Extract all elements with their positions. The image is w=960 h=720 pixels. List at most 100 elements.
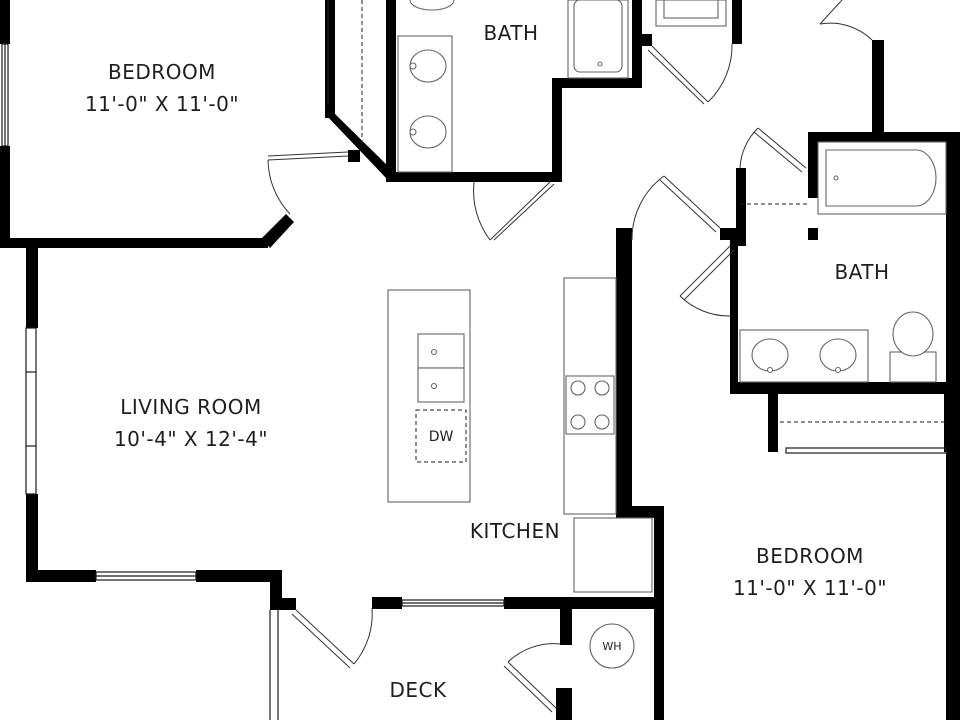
bedroom-1-dims: 11'-0" X 11'-0" bbox=[85, 92, 239, 116]
door-leaf bbox=[647, 49, 705, 105]
fixtures bbox=[387, 0, 947, 669]
living-room-name: LIVING ROOM bbox=[120, 395, 262, 419]
wall bbox=[0, 146, 10, 248]
wall bbox=[730, 240, 738, 394]
door-leaf bbox=[663, 175, 721, 229]
wall bbox=[26, 570, 96, 582]
wall bbox=[262, 214, 294, 248]
wall bbox=[730, 382, 960, 394]
water-heater-label: WH bbox=[602, 640, 621, 653]
wall bbox=[0, 238, 268, 248]
door-swing bbox=[267, 159, 291, 215]
wall bbox=[808, 132, 818, 198]
wall bbox=[616, 228, 632, 514]
toilet-bowl bbox=[892, 311, 934, 357]
drain bbox=[833, 175, 839, 181]
wall bbox=[616, 506, 664, 518]
wall bbox=[946, 440, 960, 720]
door-swing bbox=[631, 175, 665, 241]
bathtub-basin bbox=[825, 149, 937, 207]
burner bbox=[570, 414, 586, 430]
door-leaf bbox=[489, 181, 551, 241]
window bbox=[25, 327, 37, 495]
door-swing bbox=[473, 181, 491, 241]
door-swing bbox=[707, 43, 733, 103]
wall bbox=[808, 228, 818, 240]
door-swing bbox=[679, 295, 731, 317]
wall bbox=[325, 114, 392, 178]
wall bbox=[504, 597, 654, 609]
burner bbox=[570, 380, 586, 396]
door-leaf bbox=[493, 183, 555, 241]
burner bbox=[594, 380, 610, 396]
water-heater bbox=[589, 623, 635, 669]
sink bbox=[819, 338, 857, 372]
burner bbox=[594, 414, 610, 430]
faucet bbox=[430, 382, 438, 390]
door-swing bbox=[353, 607, 373, 665]
faucet bbox=[409, 128, 417, 136]
deck-name: DECK bbox=[389, 678, 447, 702]
door-leaf bbox=[267, 151, 349, 157]
wall bbox=[556, 688, 572, 720]
wall bbox=[270, 598, 296, 610]
kitchen-sink bbox=[417, 333, 465, 369]
door-leaf bbox=[679, 245, 731, 297]
door-leaf bbox=[757, 127, 807, 169]
bathtub-basin bbox=[573, 0, 623, 73]
door-swing bbox=[507, 643, 561, 663]
door-leaf bbox=[753, 131, 803, 173]
bedroom-2-dims: 11'-0" X 11'-0" bbox=[733, 576, 887, 600]
bath-1-name: BATH bbox=[483, 21, 538, 45]
bedroom-2-name: BEDROOM bbox=[756, 544, 864, 568]
wall bbox=[386, 0, 396, 182]
bedroom-1-name: BEDROOM bbox=[108, 60, 216, 84]
faucet bbox=[766, 366, 774, 374]
wall bbox=[768, 394, 778, 452]
wall bbox=[552, 86, 562, 182]
wall bbox=[654, 597, 664, 720]
door-leaf bbox=[295, 609, 355, 665]
bath-2-name: BATH bbox=[834, 260, 889, 284]
door-swing bbox=[819, 22, 873, 41]
door-leaf bbox=[651, 45, 709, 103]
closet-door bbox=[785, 447, 947, 454]
wall bbox=[946, 132, 960, 392]
wall bbox=[632, 0, 642, 88]
wall bbox=[732, 0, 742, 44]
door-leaf bbox=[507, 661, 557, 709]
wall bbox=[0, 0, 10, 44]
dishwasher bbox=[415, 409, 467, 463]
faucet bbox=[409, 62, 417, 70]
wall bbox=[386, 172, 562, 182]
door-leaf bbox=[503, 665, 553, 713]
wall bbox=[325, 0, 335, 118]
toilet bbox=[409, 0, 455, 11]
wall bbox=[26, 494, 38, 582]
doors bbox=[267, 0, 873, 713]
washer-panel bbox=[663, 0, 719, 19]
wall bbox=[872, 40, 884, 140]
wall bbox=[640, 34, 652, 46]
toilet-tank bbox=[889, 351, 937, 383]
faucet bbox=[430, 348, 438, 356]
door-leaf bbox=[659, 179, 717, 233]
living-room-dims: 10'-4" X 12'-4" bbox=[114, 427, 268, 451]
kitchen-sink bbox=[417, 367, 465, 403]
refrigerator bbox=[573, 517, 653, 593]
room-labels: BEDROOM 11'-0" X 11'-0" BATH BATH LIVING… bbox=[85, 21, 889, 702]
kitchen-name: KITCHEN bbox=[470, 519, 560, 543]
wall bbox=[348, 150, 360, 162]
wall bbox=[654, 506, 664, 610]
wall bbox=[810, 132, 960, 142]
wall bbox=[560, 597, 572, 645]
wall bbox=[944, 394, 960, 452]
sink bbox=[751, 338, 789, 372]
wall bbox=[552, 78, 642, 88]
drain bbox=[597, 61, 603, 67]
wall bbox=[720, 228, 746, 240]
wall bbox=[736, 168, 746, 246]
